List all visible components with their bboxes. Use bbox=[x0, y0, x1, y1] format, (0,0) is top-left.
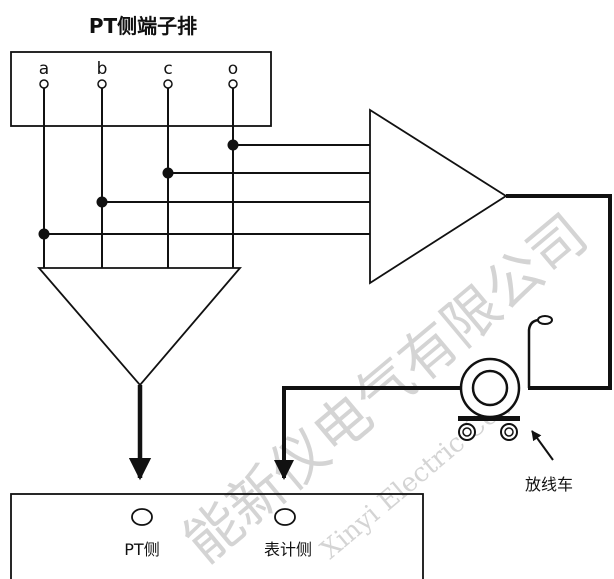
terminal-connectors bbox=[39, 79, 238, 89]
reel-wheel-right-hub bbox=[504, 427, 514, 437]
reel-inner-ring bbox=[471, 369, 509, 407]
terminal-connector-c bbox=[163, 79, 173, 89]
meter-box bbox=[10, 493, 424, 579]
terminal-label-b: b bbox=[97, 59, 108, 79]
terminal-block bbox=[10, 51, 272, 127]
terminal-connector-o bbox=[228, 79, 238, 89]
junction-c bbox=[162, 167, 174, 179]
cable-to-reel bbox=[506, 194, 612, 390]
terminal-label-o: o bbox=[228, 59, 238, 79]
cable-reel-icon bbox=[458, 315, 553, 441]
junction-b bbox=[96, 196, 108, 208]
reel-handle-grip bbox=[537, 315, 553, 325]
junction-o bbox=[227, 139, 239, 151]
down-merge-triangle bbox=[37, 267, 242, 387]
right-merge-triangle bbox=[369, 108, 508, 285]
reel-platform bbox=[458, 416, 520, 421]
junction-dots bbox=[38, 139, 239, 240]
reel-handle bbox=[527, 318, 541, 388]
terminal-connector-a bbox=[39, 79, 49, 89]
terminal-label-a: a bbox=[39, 59, 49, 79]
terminal-connector-b bbox=[97, 79, 107, 89]
tap-wires bbox=[44, 144, 370, 235]
meter-side-label: 表计侧 bbox=[264, 540, 312, 559]
reel-label: 放线车 bbox=[525, 475, 573, 494]
pt-side-connector bbox=[131, 508, 153, 526]
reel-pointer-arrow bbox=[531, 430, 554, 461]
cable-to-meter bbox=[274, 386, 462, 480]
reel-wheel-left-hub bbox=[462, 427, 472, 437]
meter-side-connector bbox=[274, 508, 296, 526]
terminal-label-c: c bbox=[163, 59, 172, 79]
pt-side-label: PT侧 bbox=[124, 540, 159, 559]
junction-a bbox=[38, 228, 50, 240]
terminal-wires bbox=[43, 88, 234, 268]
terminal-block-title: PT侧端子排 bbox=[89, 14, 197, 38]
